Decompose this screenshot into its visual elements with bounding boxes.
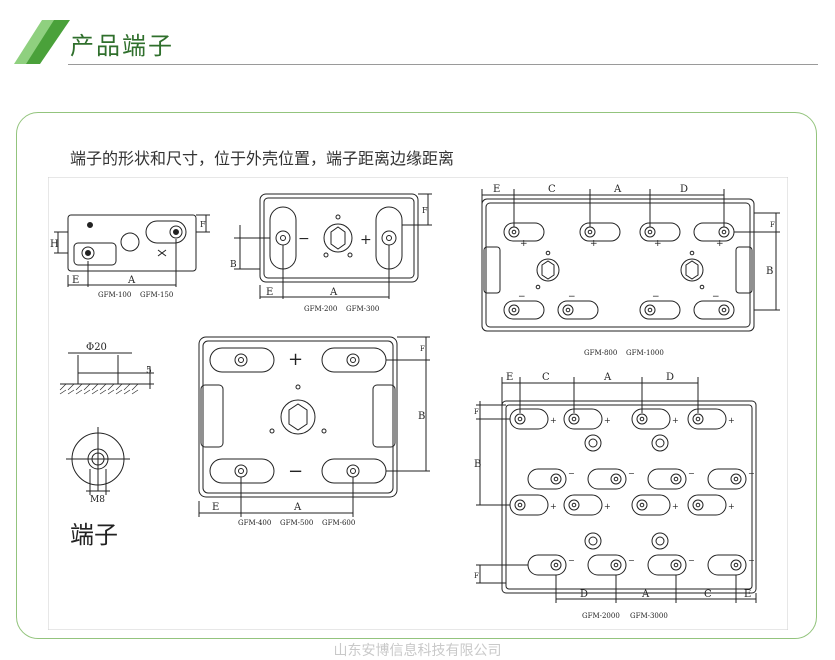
diagram-gfm-800-1000 (481, 189, 780, 332)
minus-symbol: − (568, 556, 575, 565)
dim-label-a: A (293, 502, 302, 513)
dim-label-b: B (474, 459, 481, 470)
panel-caption: 端子的形状和尺寸，位于外壳位置，端子距离边缘距离 (70, 149, 455, 168)
minus-symbol: − (688, 469, 695, 478)
diagram-gfm-400-600 (198, 336, 430, 517)
plus-symbol: + (716, 239, 724, 249)
terminal-dimension-drawing: E A H F GFM-100 GFM-150 − + E A B F GFM-… (48, 177, 788, 630)
dim-label-d: D (680, 184, 688, 195)
thread-label: M8 (90, 495, 105, 505)
dim-label-f: F (770, 221, 775, 229)
diagram-gfm-100-150 (54, 214, 210, 287)
minus-symbol: − (748, 469, 755, 478)
dim-label-f: F (422, 206, 428, 215)
dim-label-b: B (418, 411, 425, 422)
model-label: GFM-800 (584, 349, 617, 357)
dim-label-e: E (506, 372, 513, 383)
model-label: GFM-3000 (630, 612, 668, 620)
model-label: GFM-400 (238, 519, 271, 527)
model-label: GFM-200 (304, 305, 337, 313)
brand-stripe-logo (14, 20, 70, 64)
model-label: GFM-150 (140, 291, 173, 299)
minus-symbol: − (628, 469, 635, 478)
dim-label-c: C (548, 184, 556, 195)
content-panel (16, 112, 817, 639)
dim-label-a: A (641, 589, 650, 600)
minus-symbol: − (298, 231, 310, 247)
model-label: GFM-100 (98, 291, 131, 299)
dim-label-d: D (580, 589, 588, 600)
minus-symbol: − (712, 292, 720, 302)
model-label: GFM-1000 (626, 349, 664, 357)
footer-watermark: 山东安博信息科技有限公司 (333, 643, 502, 659)
dim-label-c: C (542, 372, 550, 383)
terminal-detail-drawing (59, 352, 154, 495)
header-divider (68, 64, 818, 65)
diagram-gfm-200-300 (234, 193, 432, 299)
minus-symbol: − (518, 292, 526, 302)
dim-label-c: C (704, 589, 712, 600)
dim-label-e: E (212, 502, 219, 513)
plus-symbol: + (728, 416, 735, 425)
plus-symbol: + (360, 232, 372, 248)
plus-symbol: + (520, 239, 528, 249)
model-label: GFM-600 (322, 519, 355, 527)
plus-symbol: + (604, 502, 611, 511)
plus-symbol: + (550, 416, 557, 425)
dim-label-b: B (766, 266, 773, 277)
plus-symbol: + (728, 502, 735, 511)
model-label: GFM-300 (346, 305, 379, 313)
dim-label-a: A (603, 372, 612, 383)
minus-symbol: − (748, 556, 755, 565)
plus-symbol: + (550, 502, 557, 511)
dim-label-a: A (329, 287, 338, 298)
minus-symbol: − (652, 292, 660, 302)
terminal-title: 端子 (70, 521, 118, 549)
minus-symbol: − (688, 556, 695, 565)
dim-label-b: B (230, 260, 237, 270)
dim-label-f: F (474, 572, 479, 580)
model-label: GFM-2000 (582, 612, 620, 620)
plus-symbol: + (288, 349, 303, 370)
minus-symbol: − (568, 469, 575, 478)
dim-label-e: E (72, 275, 79, 286)
plus-symbol: + (672, 502, 679, 511)
height-label: 5 (146, 366, 152, 376)
diagram-gfm-2000-3000 (476, 377, 757, 603)
plus-symbol: + (654, 239, 662, 249)
plus-symbol: + (590, 239, 598, 249)
minus-symbol: − (628, 556, 635, 565)
model-label: GFM-500 (280, 519, 313, 527)
dim-label-f: F (200, 220, 206, 229)
dim-label-e: E (266, 287, 273, 298)
dim-label-e: E (744, 589, 751, 600)
dim-label-a: A (613, 184, 622, 195)
minus-symbol: − (568, 292, 576, 302)
dim-label-d: D (666, 372, 674, 383)
diameter-label: Φ20 (86, 342, 107, 353)
dim-label-h: H (50, 239, 59, 250)
plus-symbol: + (604, 416, 611, 425)
dim-label-e: E (493, 184, 500, 195)
page-title: 产品端子 (70, 32, 174, 60)
dim-label-f: F (474, 408, 479, 416)
dim-label-f: F (420, 345, 425, 353)
dim-label-a: A (127, 275, 136, 286)
plus-symbol: + (672, 416, 679, 425)
minus-symbol: − (288, 461, 303, 482)
